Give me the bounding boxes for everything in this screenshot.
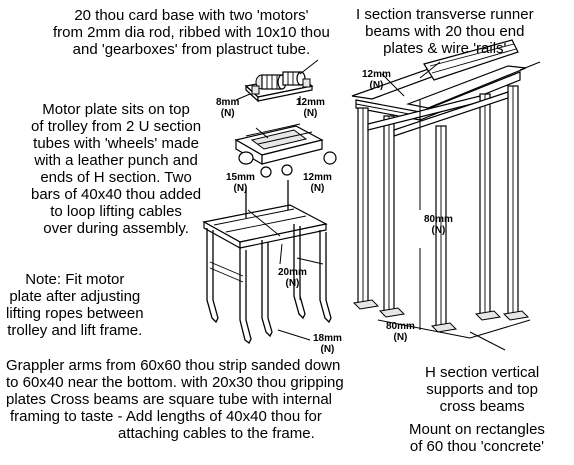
note-line: I section transverse runner: [356, 6, 534, 23]
dim-unit: (N): [303, 108, 318, 119]
dim-trolley-12mm: 12mm (N): [303, 172, 332, 194]
dim-unit: (N): [393, 332, 408, 343]
dim-value: 12mm: [303, 172, 332, 183]
runner-beams-note: I section transverse runner beams with 2…: [356, 6, 534, 57]
note-line: plate after adjusting: [9, 288, 141, 305]
fit-motor-note: Note: Fit motor plate after adjusting li…: [6, 271, 144, 339]
note-line: H section vertical: [425, 364, 540, 381]
dim-value: 18mm: [313, 333, 342, 344]
grappler-note: Grappler arms from 60x60 thou strip sand…: [6, 357, 344, 442]
note-line: ends of H section. Two: [40, 169, 192, 186]
dim-unit: (N): [285, 278, 300, 289]
h-section-note: H section vertical supports and top cros…: [425, 364, 539, 415]
note-line: to 60x40 near the bottom. with 20x30 tho…: [6, 374, 344, 391]
dim-motor-12mm: 12mm (N): [296, 97, 325, 119]
note-line: beams with 20 thou end: [365, 23, 525, 40]
note-line: lifting ropes between: [6, 305, 144, 322]
note-line: over during assembly.: [43, 220, 189, 237]
note-line: attaching cables to the frame.: [118, 425, 315, 442]
gantry-frame-drawing: [351, 39, 531, 339]
dim-frame-18mm: 18mm (N): [313, 333, 342, 355]
dim-wheel-15mm: 15mm (N): [226, 172, 255, 194]
note-line: framing to taste - Add lengths of 40x40 …: [10, 408, 322, 425]
dim-unit: (N): [320, 344, 335, 355]
dim-unit: (N): [369, 80, 384, 91]
note-line: Grappler arms from 60x60 thou strip sand…: [6, 357, 341, 374]
note-line: of 60 thou 'concrete': [409, 438, 545, 455]
note-line: from 2mm dia rod, ribbed with 10x10 thou: [53, 24, 330, 41]
note-line: Note: Fit motor: [25, 271, 125, 288]
note-line: and 'gearboxes' from plastruct tube.: [72, 41, 311, 58]
mount-note: Mount on rectangles of 60 thou 'concrete…: [409, 421, 545, 455]
trolley-drawing: [234, 123, 337, 178]
note-line: plates & wire 'rails': [383, 40, 507, 57]
dim-value: 15mm: [226, 172, 255, 183]
dim-frame-20mm: 20mm (N): [278, 267, 307, 289]
note-line: 20 thou card base with two 'motors': [74, 7, 309, 24]
card-base-note: 20 thou card base with two 'motors' from…: [53, 7, 330, 58]
note-line: bars of 40x40 thou added: [31, 186, 202, 203]
note-line: supports and top: [426, 381, 538, 398]
dim-value: 8mm: [216, 97, 240, 108]
dim-unit: (N): [310, 183, 325, 194]
note-line: cross beams: [439, 398, 525, 415]
note-line: Motor plate sits on top: [42, 101, 190, 118]
dim-value: 80mm: [386, 321, 415, 332]
dim-base-80mm: 80mm (N): [386, 321, 415, 343]
dim-unit: (N): [220, 108, 235, 119]
note-line: to loop lifting cables: [50, 203, 182, 220]
note-line: tubes with 'wheels' made: [33, 135, 199, 152]
motor-base-drawing: [244, 71, 314, 103]
dim-height-80mm: 80mm (N): [424, 214, 453, 236]
note-line: trolley and lift frame.: [7, 322, 143, 339]
dim-unit: (N): [233, 183, 248, 194]
dim-value: 12mm: [362, 69, 391, 80]
note-line: of trolley from 2 U section: [31, 118, 202, 135]
note-line: with a leather punch and: [34, 152, 198, 169]
note-line: plates Cross beams are square tube with …: [6, 391, 333, 408]
leader-lines: [235, 59, 541, 351]
dim-value: 80mm: [424, 214, 453, 225]
dim-unit: (N): [431, 225, 446, 236]
motor-plate-note: Motor plate sits on top of trolley from …: [31, 101, 201, 237]
dim-value: 12mm: [296, 97, 325, 108]
dim-value: 20mm: [278, 267, 307, 278]
dim-top-12mm: 12mm (N): [362, 69, 391, 91]
dim-motor-8mm: 8mm (N): [216, 97, 239, 119]
lift-frame-drawing: [202, 180, 332, 344]
note-line: Mount on rectangles: [409, 421, 545, 438]
